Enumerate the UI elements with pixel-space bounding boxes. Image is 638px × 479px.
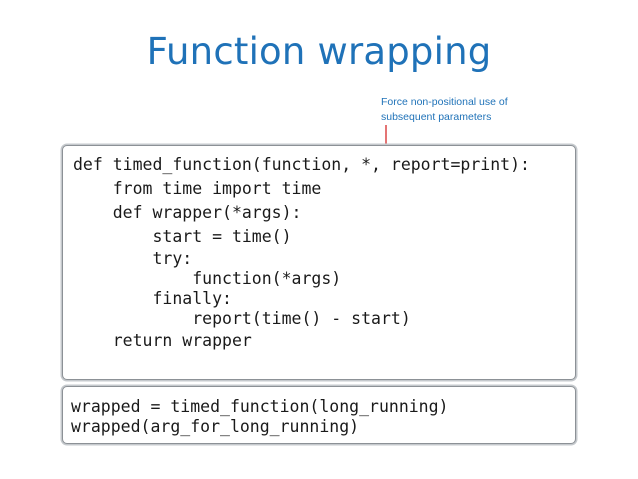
code-line: wrapped = timed_function(long_running)	[71, 397, 449, 416]
code-line: return wrapper	[73, 331, 252, 350]
code-line: start = time()	[73, 227, 292, 246]
function-definition-code-block: def timed_function(function, *, report=p…	[62, 145, 576, 380]
annotation-line-2: subsequent parameters	[381, 111, 492, 123]
usage-code-block: wrapped = timed_function(long_running) w…	[62, 386, 576, 444]
slide-title: Function wrapping	[146, 30, 492, 73]
code-line: wrapped(arg_for_long_running)	[71, 417, 360, 436]
code-line: def timed_function(function, *, report=p…	[73, 155, 530, 174]
code-line: from time import time	[73, 179, 322, 198]
annotation-note: Force non-positional use of subsequent p…	[381, 95, 581, 125]
code-line: try:	[73, 249, 193, 268]
code-line: function(*args)	[73, 269, 342, 288]
code-line: def wrapper(*args):	[73, 203, 302, 222]
code-line: report(time() - start)	[73, 309, 411, 328]
annotation-line-1: Force non-positional use of	[381, 96, 508, 108]
code-line: finally:	[73, 289, 232, 308]
